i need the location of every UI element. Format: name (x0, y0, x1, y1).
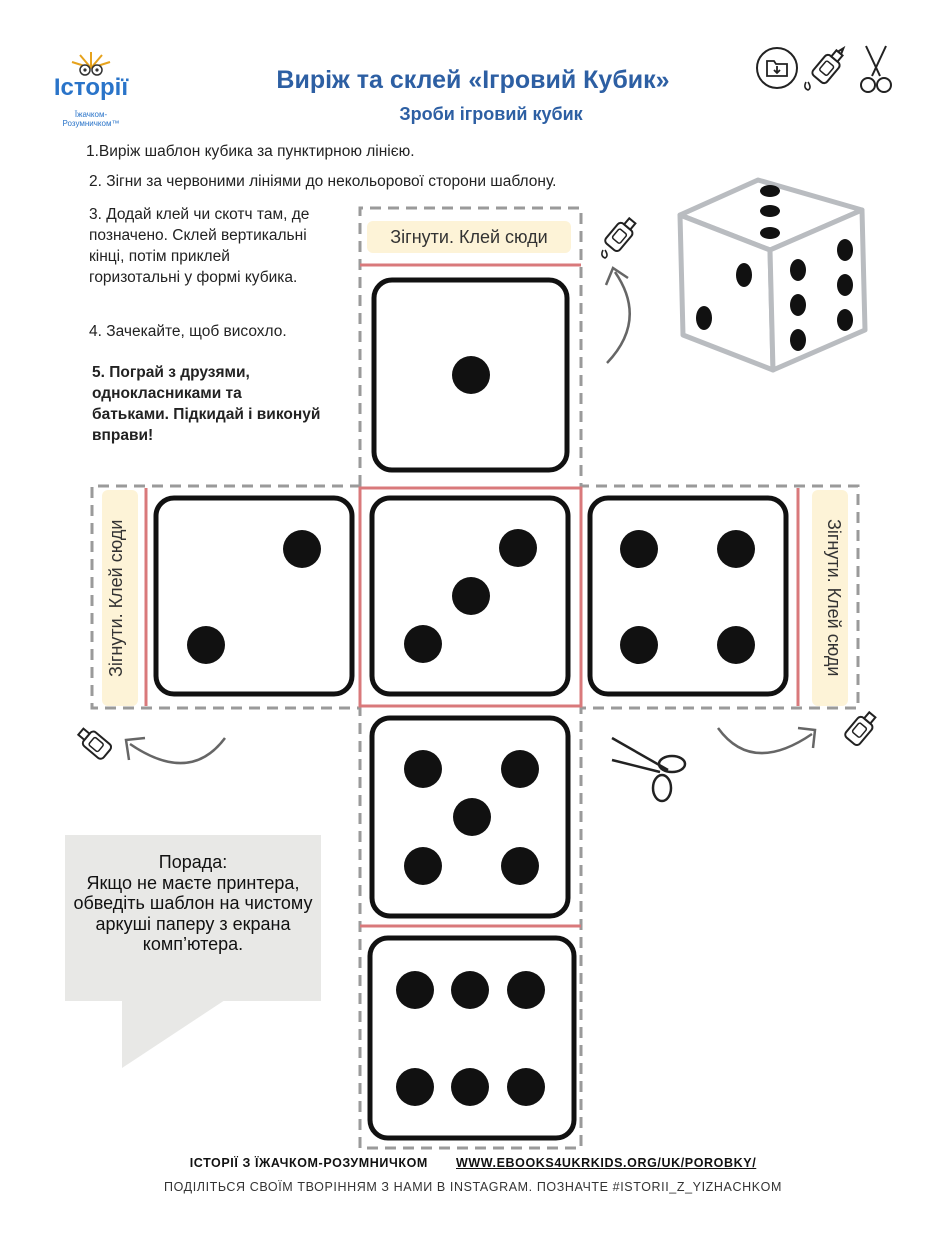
die-3d-icon (677, 177, 868, 373)
hedgehog-icon (71, 52, 111, 76)
step-2: 2. Зігни за червоними лініями до некольо… (89, 173, 557, 190)
die-pips (187, 356, 755, 1106)
footer-link[interactable]: WWW.EBOOKS4UKRKIDS.ORG/UK/POROBKY/ (456, 1156, 757, 1170)
step-1: 1.Виріж шаблон кубика за пунктирною ліні… (86, 143, 415, 160)
download-icon[interactable] (755, 46, 799, 90)
tip-title: Порада: (158, 852, 228, 872)
fold-lines (144, 263, 800, 928)
die-face-6 (367, 935, 577, 1141)
glue-tab-left: Зігнути. Клей сюди (102, 490, 138, 706)
page-subtitle: Зроби ігровий кубик (399, 104, 583, 124)
glue-bottle-icon (804, 45, 846, 91)
tip-bubble-tail (122, 1000, 225, 1068)
footer-share: ПОДІЛІТЬСЯ СВОЇМ ТВОРІННЯМ З НАМИ В INST… (164, 1180, 782, 1194)
tip-text: Порада: Якщо не маєте принтера, обведіть… (65, 852, 321, 955)
scissors-icon (860, 45, 892, 93)
footer-line: ІСТОРІЇ З ЇЖАЧКОМ-РОЗУМНИЧКОМ WWW.EBOOKS… (100, 1156, 846, 1170)
step-4: 4. Зачекайте, щоб висохло. (89, 323, 287, 340)
glue-tab-top: Зігнути. Клей сюди (367, 221, 571, 253)
page-title: Виріж та склей «Ігровий Кубик» (276, 66, 670, 94)
glue-tab-right: Зігнути. Клей сюди (812, 490, 848, 706)
tip-body: Якщо не маєте принтера, обведіть шаблон … (73, 872, 313, 955)
step-5: 5. Пограй з друзями, однокласниками та б… (92, 364, 321, 444)
step-3: 3. Додай клей чи скотч там, де позначено… (89, 206, 310, 286)
arrow-up-icon (606, 271, 631, 364)
tip-box (65, 835, 321, 1001)
arrow-right-icon (716, 727, 813, 755)
die-face-2 (153, 495, 355, 697)
logo: Історії Їжачком-Розумничком™ (48, 50, 134, 130)
scissors-icon (611, 736, 687, 803)
logo-subtitle: Їжачком-Розумничком™ (62, 110, 120, 128)
footer-brand: ІСТОРІЇ З ЇЖАЧКОМ-РОЗУМНИЧКОМ (189, 1156, 428, 1170)
arrow-left-icon (129, 737, 227, 765)
cut-line (90, 206, 860, 1150)
logo-word: Історії (53, 74, 129, 101)
glue-bottle-icon (604, 216, 637, 253)
glue-bottle-icon (844, 710, 877, 747)
die-face-4 (587, 495, 789, 697)
glue-bottle-icon (76, 727, 113, 760)
